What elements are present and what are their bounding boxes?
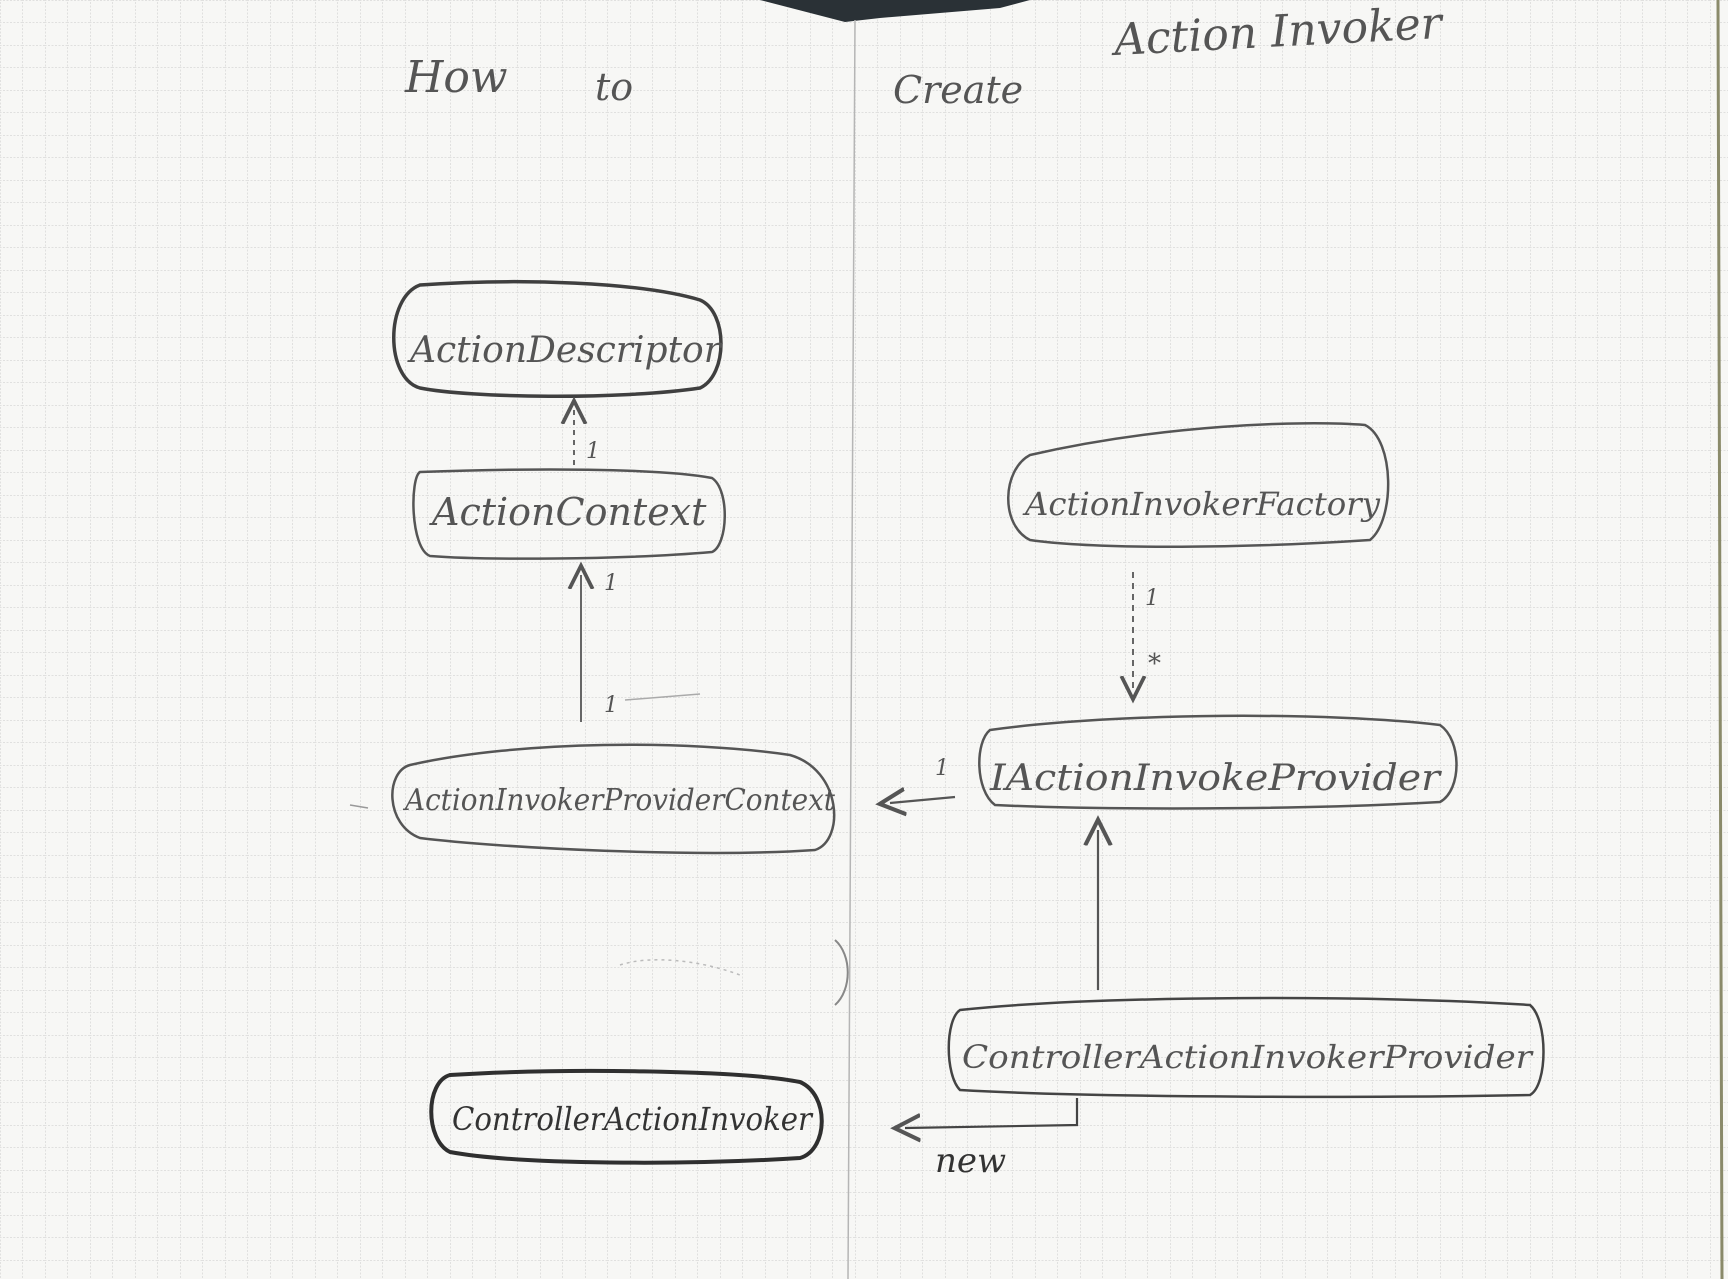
edge-label-context-top: 1	[604, 571, 618, 596]
edge-label-provider-context-interface: 1	[935, 756, 949, 781]
node-action-descriptor: ActionDescriptor	[392, 280, 723, 399]
title-word-create: Create	[893, 68, 1023, 112]
edge-label-factory-top: 1	[1145, 586, 1159, 611]
notebook-binding	[760, 0, 1030, 22]
stray-left-tick	[349, 804, 369, 809]
node-action-invoker-factory-label: ActionInvokerFactory	[1022, 485, 1381, 523]
node-controller-action-invoker-provider-label: ControllerActionInvokerProvider	[962, 1038, 1534, 1076]
edge-label-factory-bottom: *	[1148, 649, 1161, 679]
node-i-action-invoker-provider-label: IActionInvokeProvider	[989, 758, 1442, 799]
stray-bracket-mark	[834, 939, 849, 1006]
node-action-invoker-factory: ActionInvokerFactory	[1007, 422, 1390, 549]
page-fold	[847, 19, 856, 1279]
node-controller-action-invoker: ControllerActionInvoker	[429, 1068, 824, 1165]
node-action-context: ActionContext	[412, 468, 726, 560]
stray-mark	[624, 693, 701, 701]
node-action-descriptor-label: ActionDescriptor	[407, 330, 723, 371]
edge-provider-creates-invoker	[905, 1098, 1079, 1128]
node-controller-action-invoker-label: ControllerActionInvoker	[452, 1100, 814, 1138]
node-action-invoker-provider-context: ActionInvokerProviderContext	[391, 743, 836, 855]
edge-interface-to-provider-context	[890, 797, 956, 803]
stray-erased-mark	[619, 959, 741, 976]
node-action-invoker-provider-context-label: ActionInvokerProviderContext	[402, 783, 836, 818]
node-i-action-invoker-provider: IActionInvokeProvider	[978, 714, 1458, 810]
title-word-how: How	[404, 52, 508, 103]
node-controller-action-invoker-provider: ControllerActionInvokerProvider	[947, 996, 1545, 1099]
node-action-context-label: ActionContext	[429, 490, 707, 534]
title-word-to: to	[595, 65, 633, 109]
edge-label-context-bottom: 1	[604, 693, 618, 718]
page-edge	[1716, 0, 1724, 1279]
edge-label-new: new	[935, 1141, 1006, 1181]
edge-label-descriptor-context: 1	[586, 439, 600, 464]
